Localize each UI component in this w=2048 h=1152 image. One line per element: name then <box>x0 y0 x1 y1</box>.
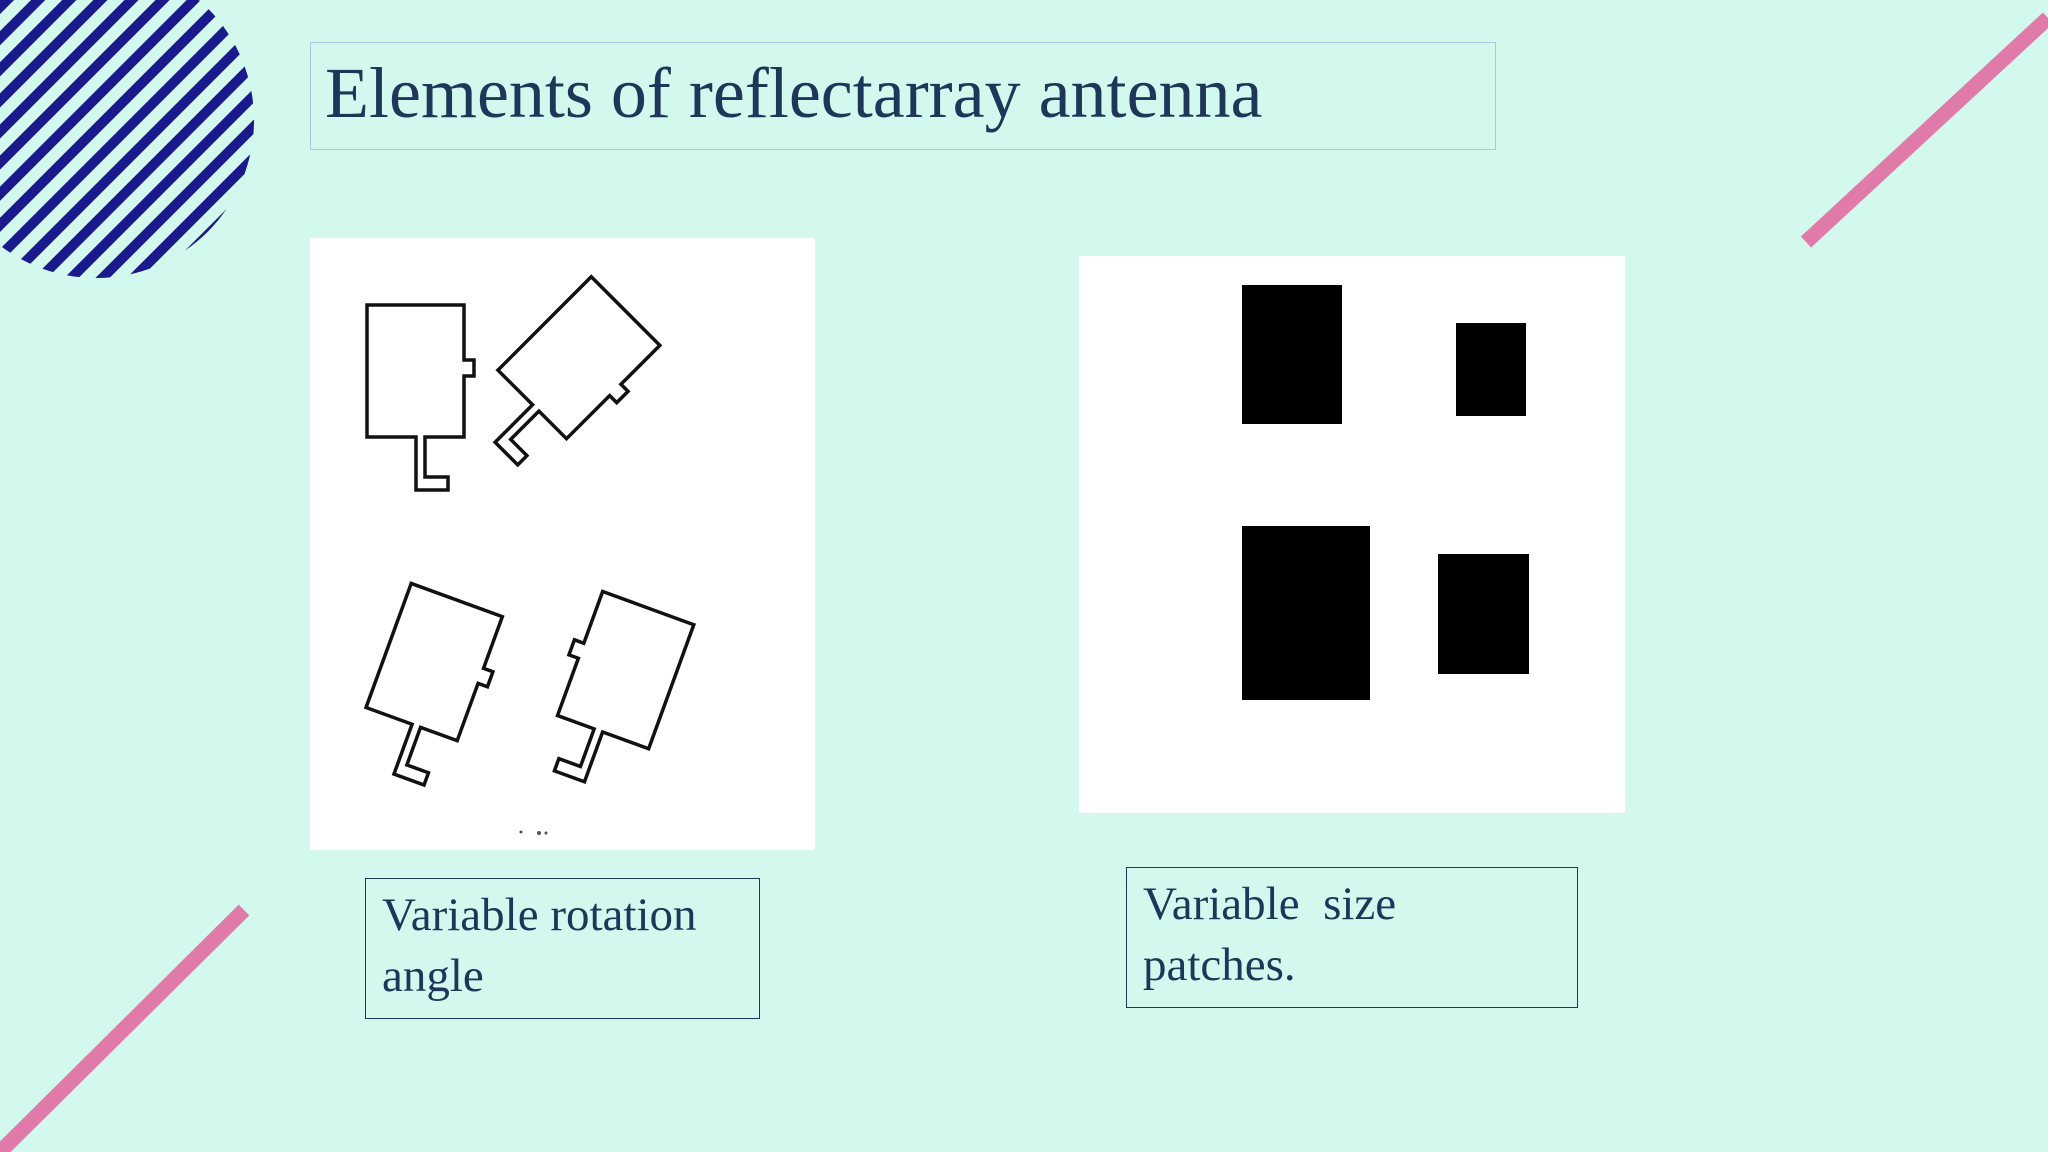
accent-line-top-right <box>1800 12 2048 248</box>
caption-rotation-line1: Variable rotation <box>382 889 697 941</box>
caption-rotation-box: Variable rotation angle <box>365 878 760 1019</box>
title-box: Elements of reflectarray antenna <box>310 42 1496 150</box>
speck-marks <box>519 830 548 835</box>
patch-largest-bottom-left <box>1242 526 1370 700</box>
rotation-angle-figure <box>310 238 815 850</box>
caption-rotation-text: Variable rotation angle <box>382 885 697 1007</box>
caption-size-line2: patches. <box>1143 939 1296 991</box>
patch-large-top-left <box>1242 285 1342 424</box>
striped-circle-decoration <box>0 0 254 278</box>
patch-outline-45deg <box>492 274 663 468</box>
patch-small-top-right <box>1456 323 1526 416</box>
patch-medium-bottom-right <box>1438 554 1529 674</box>
caption-size-box: Variable size patches. <box>1126 867 1578 1008</box>
caption-rotation-line2: angle <box>382 950 484 1002</box>
caption-size-text: Variable size patches. <box>1143 874 1396 996</box>
caption-size-line1: Variable size <box>1143 878 1397 930</box>
variable-size-figure <box>1079 256 1625 813</box>
patch-outline-0deg <box>365 303 476 492</box>
accent-line-bottom-left <box>0 904 250 1152</box>
patch-outline-mirrored <box>552 589 697 785</box>
patch-outline-20deg <box>363 581 505 788</box>
slide-title: Elements of reflectarray antenna <box>325 53 1263 133</box>
